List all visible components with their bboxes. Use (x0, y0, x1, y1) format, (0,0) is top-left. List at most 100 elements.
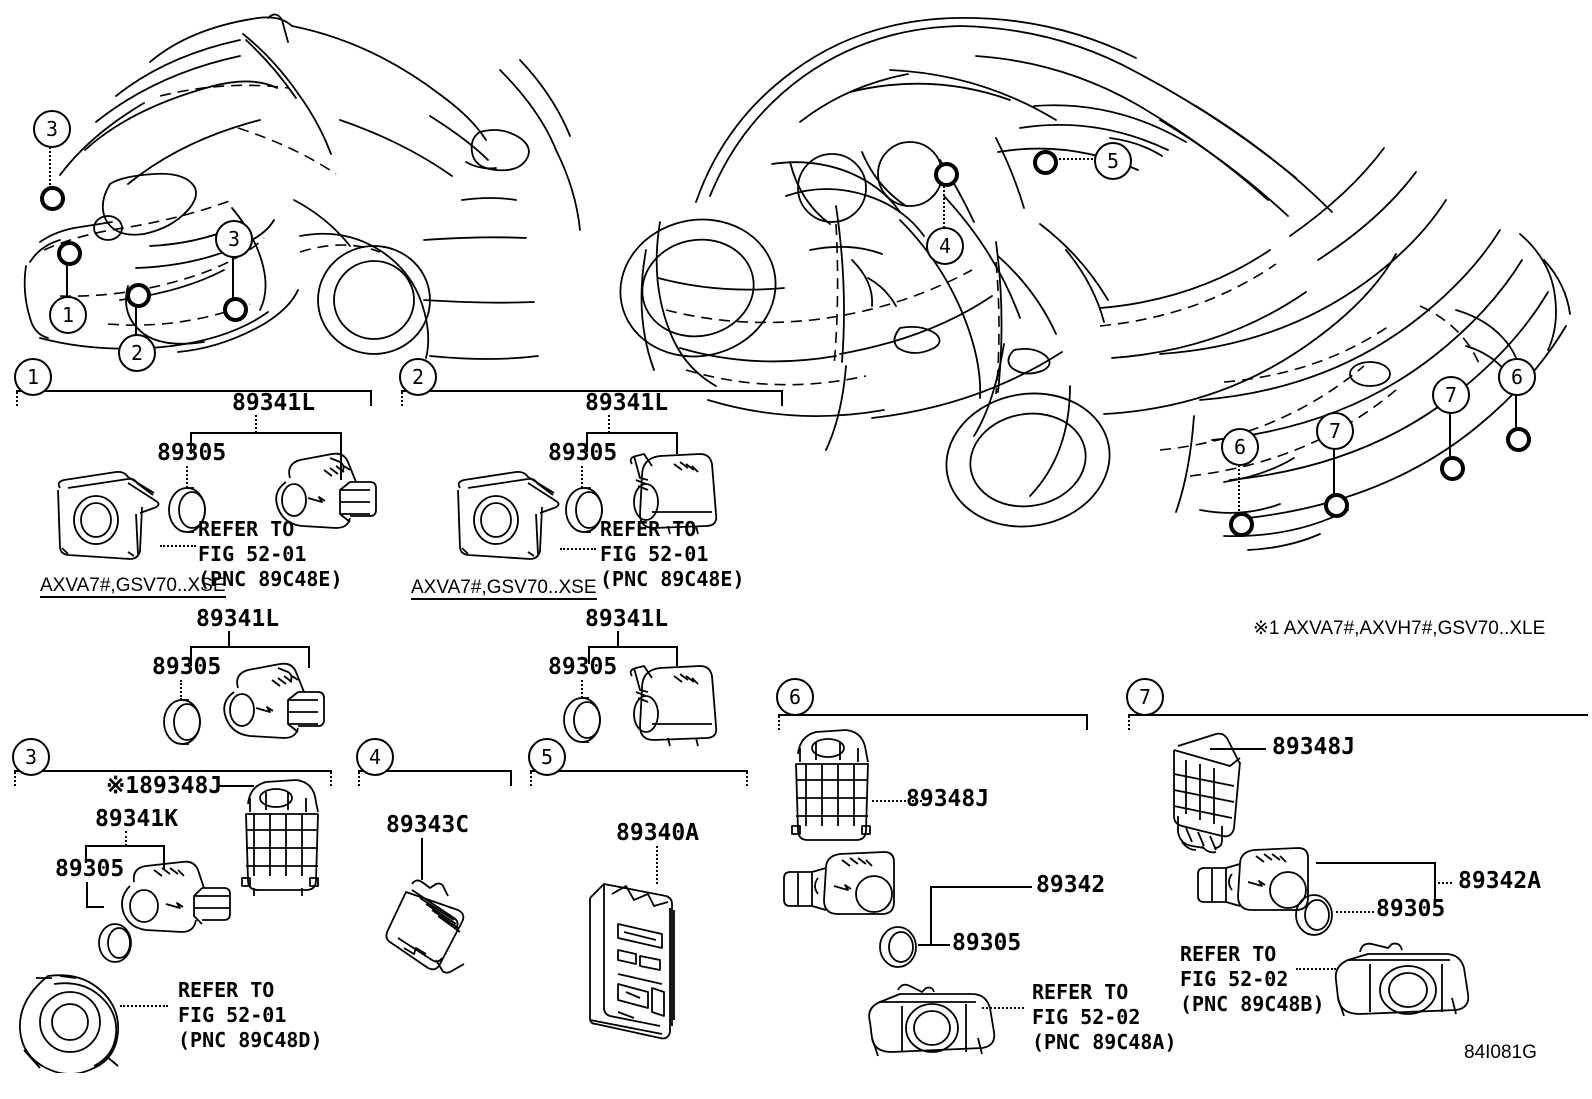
sensor-ring-art-g2 (562, 484, 612, 536)
part-number-89341L-g2b: 89341L (585, 606, 669, 632)
leader-89348J-g3 (218, 785, 254, 787)
leader-89305-g3 (86, 882, 88, 908)
leader-89340A-g5 (656, 846, 658, 884)
leader-89341L-stem-g1 (255, 415, 257, 433)
callout-group-4[interactable]: 4 (356, 738, 394, 776)
parking-sensor-art-g3 (118, 856, 240, 936)
part-number-89340A-g5: 89340A (616, 820, 700, 846)
leader-rear-7 (1333, 446, 1335, 495)
vehicle-rear-illustration (600, 10, 1592, 570)
callout-front-2-marker[interactable]: 2 (118, 334, 156, 372)
leader-89342-span-g6 (930, 886, 1020, 888)
callout-rear-7b[interactable]: 7 (1432, 376, 1470, 414)
refer-line-2: FIG 52-01 (198, 542, 307, 566)
leader-rear-4 (943, 178, 945, 232)
marker-front-1 (57, 241, 82, 266)
leader-89305-g1b (180, 680, 182, 700)
part-number-89348J-g7: 89348J (1272, 734, 1356, 760)
marker-front-3b (223, 297, 248, 322)
sensor-ring-art-g6 (876, 922, 924, 972)
leader-refer-g2 (560, 548, 596, 550)
leader-89341K-right-g3 (163, 845, 165, 869)
ecu-relay-art-g4 (378, 876, 486, 976)
marker-rear-6 (1229, 512, 1254, 537)
group-2-bracket (401, 390, 783, 406)
vehicle-front-illustration (0, 0, 600, 370)
leader-89342A-left-g7 (1434, 862, 1436, 906)
callout-front-3[interactable]: 3 (33, 110, 71, 148)
refer-text-g6: REFER TO FIG 52-02 (PNC 89C48A) (1032, 980, 1177, 1055)
refer-text-g2: REFER TO FIG 52-01 (PNC 89C48E) (600, 517, 745, 592)
refer-line-2: FIG 52-01 (600, 542, 709, 566)
callout-label: 4 (938, 234, 952, 258)
leader-89341L-right-g1b (308, 646, 310, 668)
callout-rear-7[interactable]: 7 (1316, 412, 1354, 450)
callout-rear-5[interactable]: 5 (1094, 142, 1132, 180)
callout-label: 1 (26, 365, 40, 389)
parking-sensor-art-g7 (1196, 846, 1322, 920)
part-number-89305-g6: 89305 (952, 930, 1022, 956)
sensor-ring-art-g1b (160, 696, 210, 748)
applicability-g1: AXVA7#,GSV70..XSE (40, 575, 226, 598)
callout-group-1[interactable]: 1 (14, 358, 52, 396)
parking-sensor-art-g2 (612, 446, 718, 536)
part-number-89305-g2: 89305 (548, 440, 618, 466)
leader-89342A-tick-g7 (1434, 882, 1452, 884)
leader-front-3 (49, 140, 51, 188)
sensor-bracket-art-g6 (790, 728, 874, 848)
leader-89305-g2b (581, 680, 583, 698)
callout-label: 1 (61, 303, 75, 327)
callout-group-5[interactable]: 5 (528, 738, 566, 776)
callout-front-3b[interactable]: 3 (215, 220, 253, 258)
callout-rear-6[interactable]: 6 (1221, 428, 1259, 466)
group-1-bracket (16, 390, 372, 406)
refer-line-3: (PNC 89C48A) (1032, 1030, 1177, 1054)
ecu-module-art-g5 (582, 880, 694, 1040)
applicability-text: AXVA7#,GSV70..XSE (40, 575, 226, 598)
marker-rear-7 (1324, 493, 1349, 518)
refer-line-1: REFER TO (198, 517, 295, 541)
part-number-89342A-g7: 89342A (1458, 868, 1542, 894)
leader-rear-6b (1515, 392, 1517, 429)
leader-rear-7b (1449, 410, 1451, 458)
leader-rear-6 (1238, 462, 1240, 514)
leader-89341L-stem-g1b (228, 631, 230, 647)
callout-group-7[interactable]: 7 (1126, 678, 1164, 716)
marker-front-3 (40, 186, 65, 211)
callout-rear-4[interactable]: 4 (926, 227, 964, 265)
sensor-ring-art-g3 (95, 920, 141, 966)
callout-label: 4 (368, 745, 382, 769)
refer-line-1: REFER TO (600, 517, 697, 541)
leader-89341L-right-g1 (340, 432, 342, 480)
part-number-89341L-g1: 89341L (232, 390, 316, 416)
callout-group-3[interactable]: 3 (12, 738, 50, 776)
part-number-89341L-g1b: 89341L (196, 606, 280, 632)
sensor-ring-art-g2b (560, 694, 610, 746)
callout-front-1-marker[interactable]: 1 (49, 296, 87, 334)
leader-refer-g1 (160, 545, 196, 547)
parking-sensor-art-g2b (612, 658, 718, 748)
sensor-retainer-art-g1 (50, 470, 180, 560)
callout-label: 7 (1328, 419, 1342, 443)
leader-89305-g7 (1336, 911, 1374, 913)
leader-89348J-g7 (1210, 748, 1266, 750)
leader-89341K-span-g3 (85, 845, 165, 847)
leader-89305-g1 (186, 466, 188, 488)
part-number-89305-g2b: 89305 (548, 654, 618, 680)
sensor-bracket-art-g7 (1162, 730, 1258, 858)
applicability-text: AXVA7#,GSV70..XSE (411, 577, 597, 600)
parking-sensor-art-g1b (216, 662, 326, 744)
leader-front-3b (232, 254, 234, 300)
callout-group-2[interactable]: 2 (399, 358, 437, 396)
leader-89341K-stem-g3 (125, 831, 127, 846)
callout-rear-6b[interactable]: 6 (1498, 358, 1536, 396)
leader-89348J-g6 (872, 800, 922, 802)
group-7-bracket (1128, 714, 1588, 730)
callout-group-6[interactable]: 6 (776, 678, 814, 716)
callout-label: 6 (788, 685, 802, 709)
callout-label: 5 (540, 745, 554, 769)
leader-89341L-left-g1b (190, 646, 192, 666)
part-number-89341L-g2: 89341L (585, 390, 669, 416)
refer-line-2: FIG 52-02 (1032, 1005, 1141, 1029)
callout-label: 3 (227, 227, 241, 251)
